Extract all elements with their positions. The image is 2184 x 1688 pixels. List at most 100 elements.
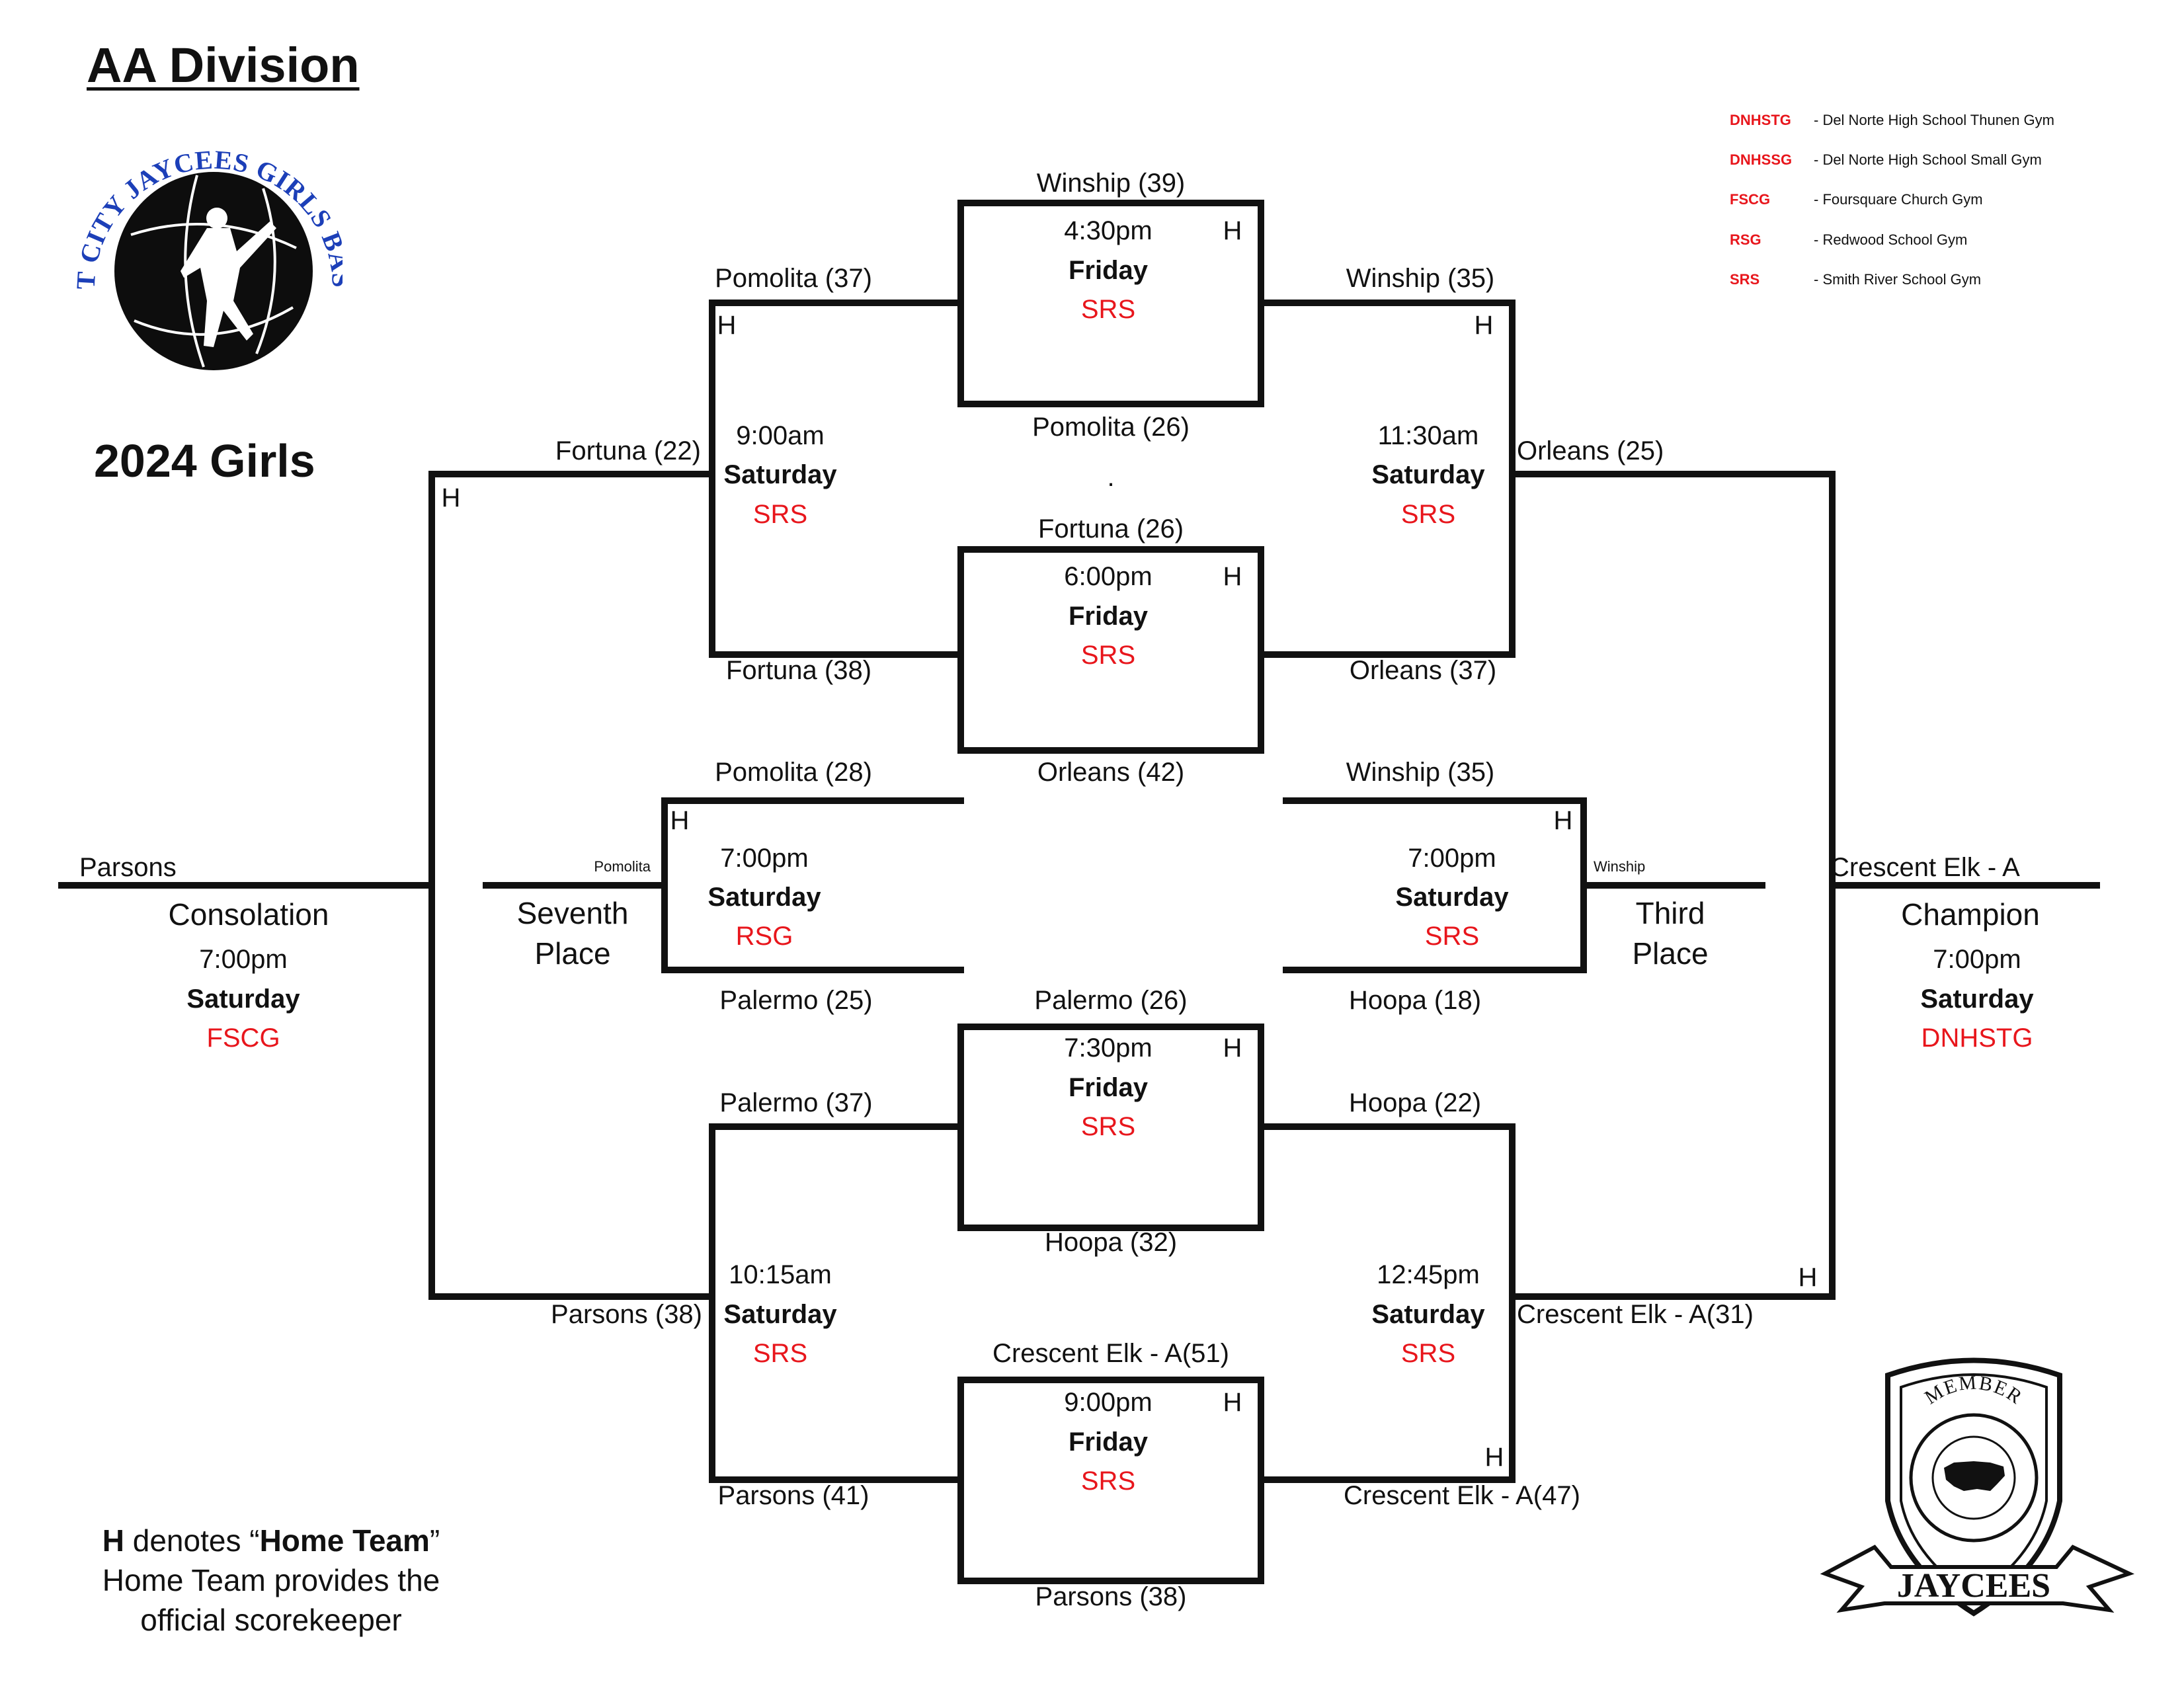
home-marker: H bbox=[670, 806, 690, 835]
game-day: Saturday bbox=[1371, 460, 1485, 489]
legend-code: DNHSTG bbox=[1730, 112, 1791, 128]
team-label: Winship (35) bbox=[1346, 264, 1495, 293]
bracket-line bbox=[661, 797, 668, 973]
home-marker: H bbox=[1474, 311, 1494, 340]
team-label: Winship (35) bbox=[1346, 758, 1495, 787]
team-label: Pomolita (26) bbox=[1032, 413, 1190, 442]
game-gym: SRS bbox=[752, 1339, 808, 1368]
bracket-line bbox=[58, 882, 428, 889]
page-title: AA Division bbox=[87, 38, 360, 93]
bracket-line bbox=[709, 1123, 715, 1483]
legend-code: FSCG bbox=[1730, 191, 1771, 208]
game-day: Friday bbox=[1068, 1073, 1149, 1102]
bracket-line bbox=[428, 1293, 709, 1300]
game-box-2 bbox=[957, 546, 1264, 754]
game-gym: SRS bbox=[1080, 641, 1136, 670]
bracket-line bbox=[661, 797, 964, 804]
bracket-line bbox=[1509, 1123, 1516, 1483]
separator-dot: . bbox=[1107, 463, 1115, 492]
champion-label: Champion bbox=[1901, 897, 2040, 932]
team-label: Fortuna (38) bbox=[725, 656, 872, 685]
game-time: 9:00pm bbox=[1064, 1388, 1153, 1417]
team-label: Crescent Elk - A(47) bbox=[1344, 1481, 1580, 1510]
seventh-place-label: Place bbox=[534, 936, 611, 971]
team-label: Pomolita bbox=[594, 858, 651, 875]
game-time: 7:00pm bbox=[1408, 844, 1496, 873]
legend-code: SRS bbox=[1730, 271, 1760, 288]
team-label: Pomolita (37) bbox=[715, 264, 872, 293]
bracket-line bbox=[709, 651, 964, 658]
legend-desc: - Smith River School Gym bbox=[1814, 271, 1982, 288]
team-label: Crescent Elk - A(31) bbox=[1517, 1300, 1754, 1329]
team-label: Parsons (38) bbox=[1035, 1582, 1187, 1611]
legend-desc: - Foursquare Church Gym bbox=[1814, 191, 1983, 208]
game-time: 9:00am bbox=[736, 421, 825, 450]
team-label: Parsons bbox=[79, 853, 177, 882]
bracket-line bbox=[709, 1476, 964, 1483]
bracket-line bbox=[1587, 882, 1765, 889]
subtitle: 2024 Girls bbox=[94, 435, 315, 487]
game-time: 7:30pm bbox=[1064, 1033, 1153, 1063]
game-gym: RSG bbox=[735, 922, 793, 951]
game-gym: SRS bbox=[1400, 500, 1456, 529]
team-label: Palermo (37) bbox=[719, 1088, 873, 1117]
team-label: Orleans (25) bbox=[1517, 436, 1664, 465]
note-text: denotes “ bbox=[124, 1523, 260, 1558]
note-line-3: official scorekeeper bbox=[140, 1603, 402, 1637]
bracket-line bbox=[1516, 1293, 1836, 1300]
bracket-line bbox=[483, 882, 661, 889]
crescent-city-jaycees-logo: CRESCENT CITY JAYCEES GIRLS BASKETBALL bbox=[71, 136, 343, 370]
home-marker: H bbox=[717, 311, 737, 340]
team-label: Hoopa (32) bbox=[1044, 1228, 1178, 1257]
bracket-line bbox=[1516, 471, 1836, 477]
note-h: H bbox=[102, 1523, 124, 1558]
game-gym: DNHSTG bbox=[1921, 1024, 2033, 1053]
bracket-line bbox=[428, 471, 435, 1300]
bracket-line bbox=[1258, 651, 1516, 658]
team-label: Orleans (42) bbox=[1037, 758, 1185, 787]
team-label: Crescent Elk - A(51) bbox=[992, 1339, 1229, 1368]
game-gym: SRS bbox=[1080, 1112, 1136, 1141]
game-time: 12:45pm bbox=[1377, 1260, 1480, 1289]
game-day: Saturday bbox=[1920, 985, 2034, 1014]
game-day: Friday bbox=[1068, 1427, 1149, 1457]
game-day: Friday bbox=[1068, 602, 1149, 631]
game-day: Saturday bbox=[1395, 883, 1509, 912]
legend-desc: - Del Norte High School Thunen Gym bbox=[1814, 112, 2054, 128]
game-gym: FSCG bbox=[206, 1024, 280, 1053]
legend-code: DNHSSG bbox=[1730, 151, 1793, 168]
game-gym: SRS bbox=[1424, 922, 1480, 951]
game-time: 7:00pm bbox=[1933, 945, 2021, 974]
bracket-line bbox=[1283, 797, 1587, 804]
bracket-line bbox=[709, 1123, 964, 1130]
game-day: Saturday bbox=[723, 460, 837, 489]
home-team-note: H denotes “Home Team” Home Team provides… bbox=[66, 1521, 476, 1640]
team-label: Hoopa (22) bbox=[1348, 1088, 1482, 1117]
home-marker: H bbox=[1553, 806, 1573, 835]
team-label: Pomolita (28) bbox=[715, 758, 872, 787]
home-marker: H bbox=[1223, 1033, 1242, 1063]
team-label: Winship (39) bbox=[1036, 169, 1186, 198]
game-gym: SRS bbox=[1080, 1467, 1136, 1496]
seventh-place-label: Seventh bbox=[516, 896, 629, 930]
team-label: Parsons (41) bbox=[717, 1481, 870, 1510]
game-time: 11:30am bbox=[1377, 421, 1479, 450]
bracket-line bbox=[428, 471, 709, 477]
team-label: Crescent Elk - A bbox=[1830, 853, 2020, 882]
team-label: Palermo (25) bbox=[719, 986, 873, 1015]
home-marker: H bbox=[1484, 1443, 1504, 1472]
bracket-line bbox=[1258, 1476, 1516, 1483]
legend-desc: - Del Norte High School Small Gym bbox=[1814, 151, 2042, 168]
bracket-line bbox=[709, 300, 715, 658]
game-time: 10:15am bbox=[729, 1260, 832, 1289]
home-marker: H bbox=[441, 483, 461, 512]
third-place-label: Third bbox=[1635, 896, 1705, 930]
home-marker: H bbox=[1223, 216, 1242, 245]
bracket-line bbox=[1509, 300, 1516, 658]
note-quote: ” bbox=[429, 1523, 440, 1558]
team-label: Orleans (37) bbox=[1349, 656, 1497, 685]
legend-desc: - Redwood School Gym bbox=[1814, 231, 1968, 248]
game-day: Saturday bbox=[723, 1300, 837, 1329]
bracket-line bbox=[1258, 300, 1516, 306]
game-time: 4:30pm bbox=[1064, 216, 1153, 245]
